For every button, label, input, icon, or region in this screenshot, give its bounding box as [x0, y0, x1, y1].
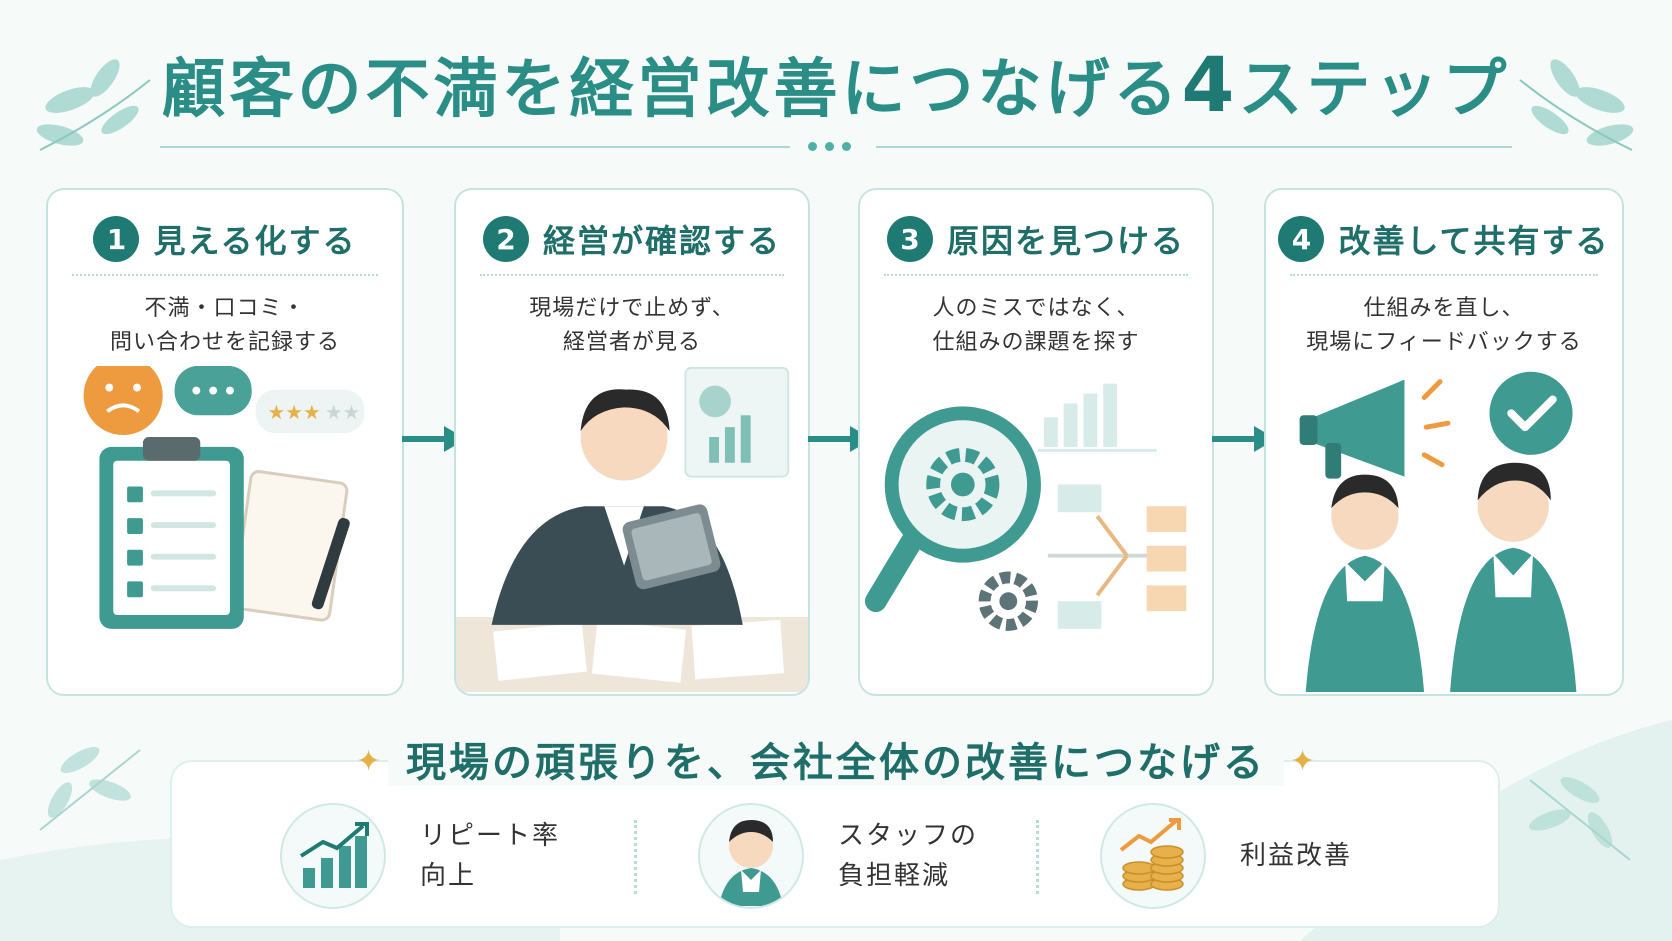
step-title: 原因を見つける	[946, 222, 1185, 260]
bottom-title: 現場の頑張りを、会社全体の改善につなげる	[0, 730, 1672, 788]
svg-text:★★★: ★★★	[268, 401, 321, 424]
step-number-badge: 4	[1278, 216, 1325, 262]
step-title: 改善して共有する	[1338, 222, 1610, 260]
step-header: 3 原因を見つける	[860, 216, 1212, 262]
sad-face-icon	[83, 366, 163, 436]
divider	[1290, 274, 1598, 276]
title-divider-left	[160, 146, 790, 148]
benefit-divider	[1036, 820, 1039, 894]
title-main: 顧客の不満を経営改善につなげる	[161, 53, 1182, 127]
report-board-icon	[684, 366, 790, 478]
benefit-repeat-rate: リピート率 向上	[280, 800, 560, 912]
svg-text:★★: ★★	[325, 401, 360, 424]
manager-reviewing-illustration	[456, 366, 808, 692]
staff-man-avatar	[1477, 470, 1549, 542]
benefit-profit: 利益改善	[1100, 800, 1352, 912]
step-number-badge: 2	[482, 216, 529, 262]
title-suffix: ステップ	[1238, 53, 1511, 127]
root-cause-illustration	[864, 383, 1187, 631]
step-description: 人のミスではなく、 仕組みの課題を探す	[932, 296, 1140, 355]
step-card-2: 2 経営が確認する 現場だけで止めず、 経営者が見る	[454, 188, 810, 696]
step-description: 不満・口コミ・ 問い合わせを記録する	[109, 296, 340, 355]
staff-avatar-icon	[698, 803, 804, 909]
step-number-badge: 1	[93, 216, 140, 262]
benefit-staff-burden: スタッフの 負担軽減	[698, 800, 978, 912]
step-card-3: 3 原因を見つける 人のミスではなく、 仕組みの課題を探す	[858, 188, 1214, 696]
sparkle-icon: ✦	[1290, 744, 1316, 779]
benefit-label: 利益改善	[1240, 841, 1353, 871]
bottom-title-text: 現場の頑張りを、会社全体の改善につなげる	[388, 740, 1284, 786]
rating-bubble-icon	[255, 389, 365, 434]
gear-icon	[926, 447, 1000, 522]
divider	[884, 274, 1188, 276]
step-description: 現場だけで止めず、 経営者が見る	[529, 296, 735, 355]
step-title: 経営が確認する	[542, 222, 781, 260]
benefit-label: スタッフの 負担軽減	[838, 821, 979, 891]
step-title: 見える化する	[153, 222, 357, 260]
benefit-divider	[634, 820, 637, 894]
header: 顧客の不満を経営改善につなげる4ステップ	[0, 40, 1672, 135]
step-header: 1 見える化する	[48, 216, 402, 262]
clipboard-feedback-illustration: ★★★ ★★	[83, 366, 365, 629]
page-title: 顧客の不満を経営改善につなげる4ステップ	[0, 40, 1672, 135]
share-feedback-illustration	[1299, 371, 1577, 692]
title-divider-right	[876, 146, 1512, 148]
sparkle-icon: ✦	[356, 744, 382, 779]
benefit-label: リピート率 向上	[420, 821, 561, 891]
step-card-1: 1 見える化する 不満・口コミ・ 問い合わせを記録する ★★★ ★★	[46, 188, 404, 696]
step-number-badge: 3	[886, 216, 933, 262]
title-number: 4	[1181, 40, 1239, 129]
divider	[72, 274, 378, 276]
step-header: 4 改善して共有する	[1266, 216, 1622, 262]
coins-growth-icon	[1100, 803, 1206, 909]
check-icon	[1489, 371, 1573, 455]
pen-icon	[311, 517, 350, 610]
divider	[480, 274, 784, 276]
staff-woman-avatar	[1331, 482, 1399, 550]
step-header: 2 経営が確認する	[456, 216, 808, 262]
growth-chart-icon	[280, 803, 386, 909]
step-card-4: 4 改善して共有する 仕組みを直し、 現場にフィードバックする	[1264, 188, 1624, 696]
step-description: 仕組みを直し、 現場にフィードバックする	[1306, 296, 1582, 355]
title-dots	[808, 142, 851, 151]
megaphone-icon	[1313, 379, 1405, 477]
